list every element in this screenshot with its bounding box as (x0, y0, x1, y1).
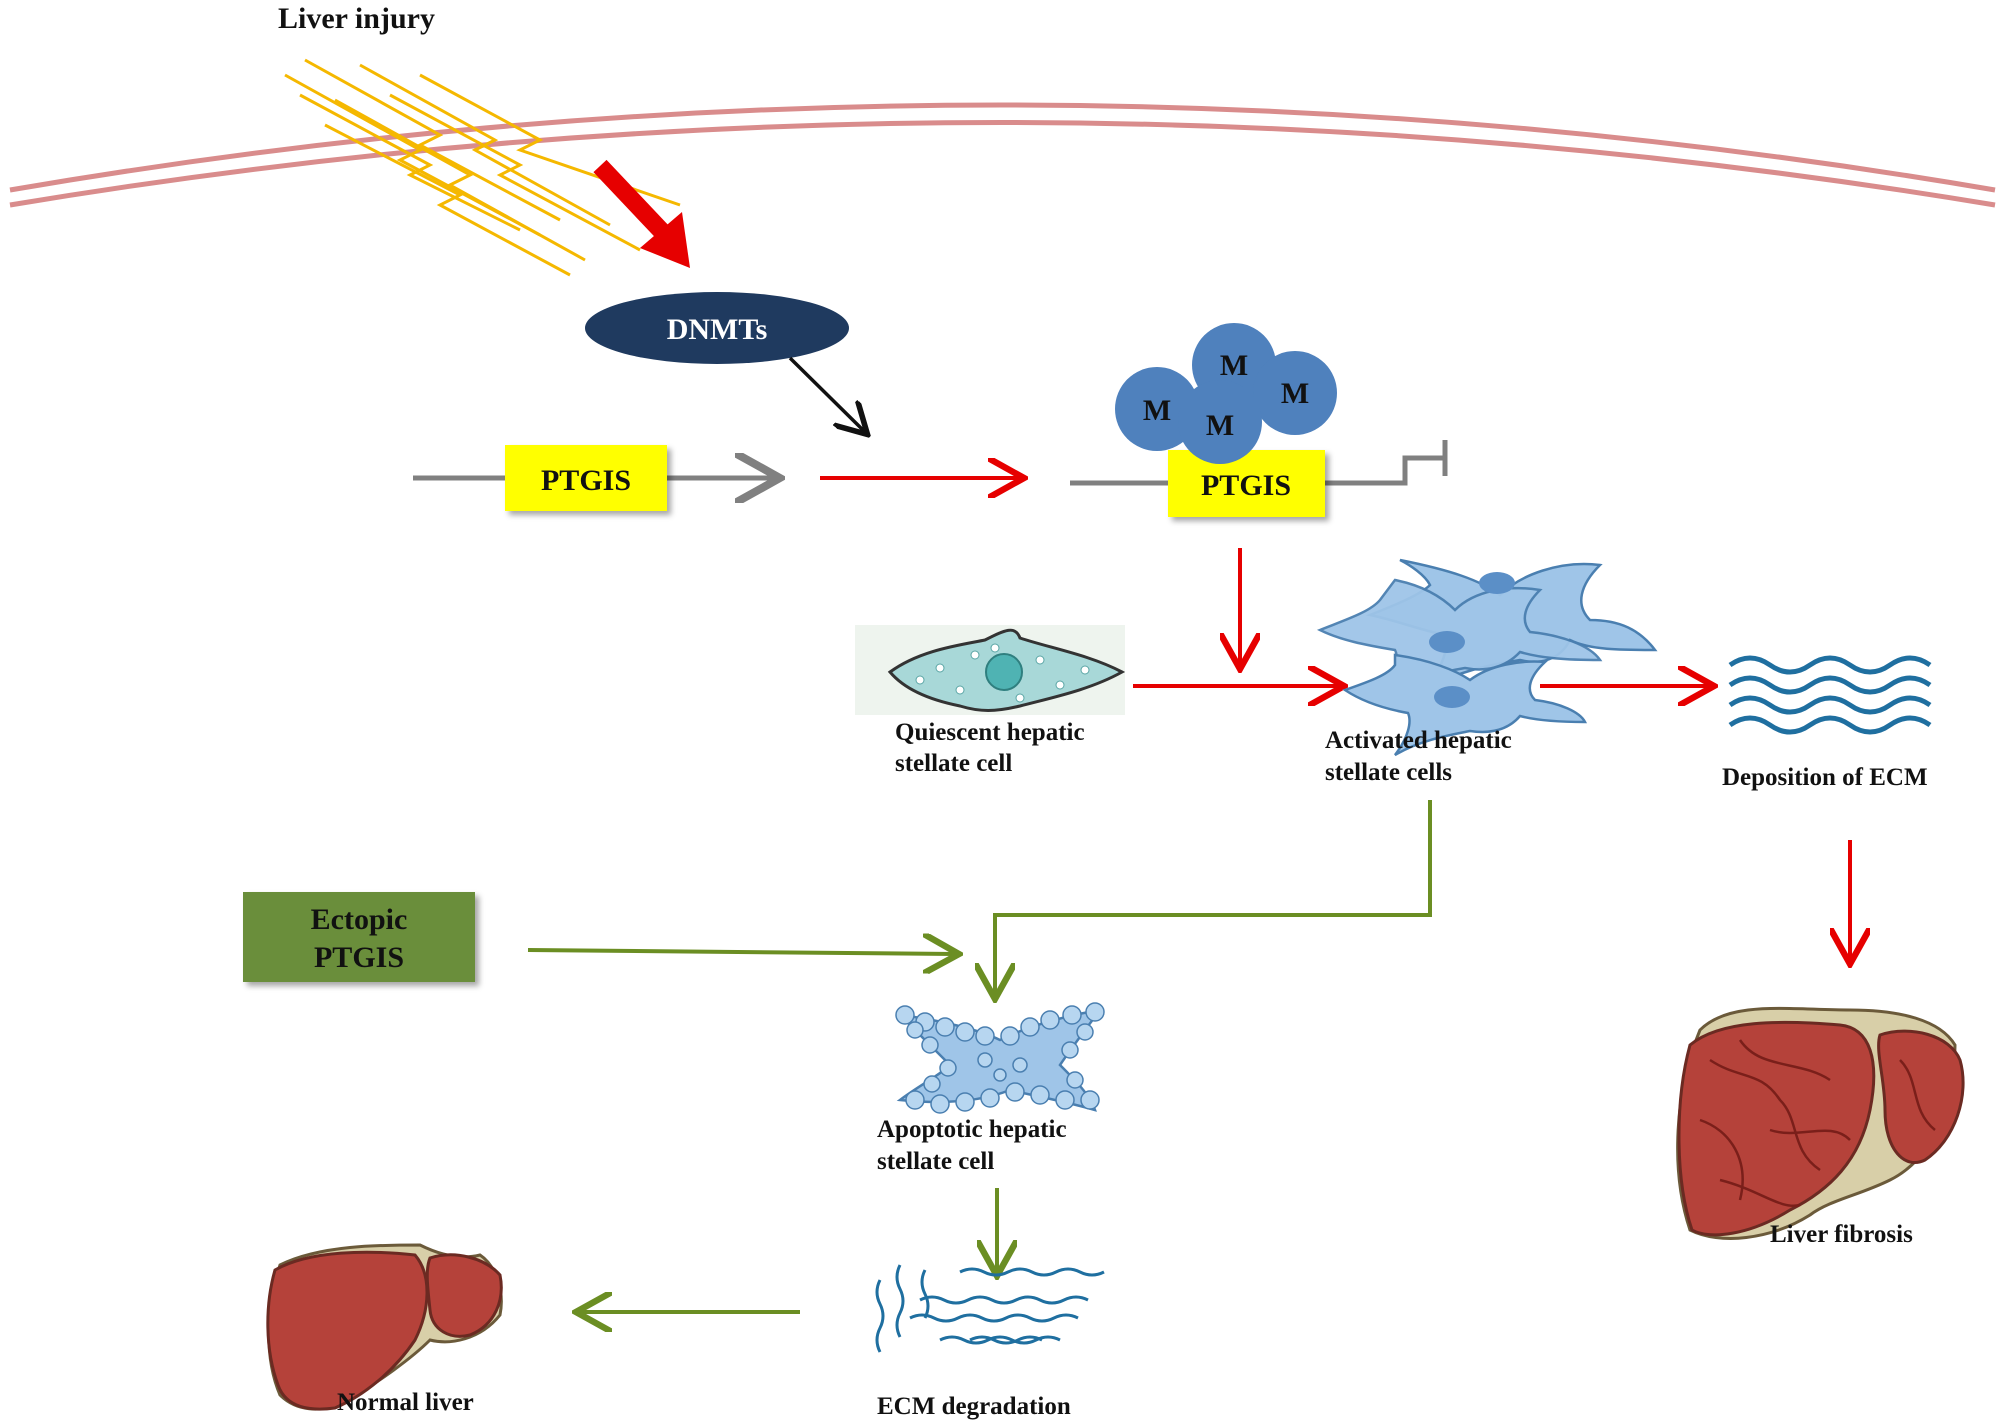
apoptosis-path-arrow (995, 800, 1432, 995)
ectopic-label-line1: Ectopic (311, 903, 408, 936)
ecm-degradation-label: ECM degradation (877, 1393, 1071, 1420)
apoptotic-label-line1: Apoptotic hepatic (877, 1116, 1067, 1143)
activated-cells-icon (1316, 558, 1658, 757)
ectopic-label-line2: PTGIS (314, 941, 404, 974)
ptgis-label-methylated: PTGIS (1201, 469, 1291, 502)
fibrotic-liver-icon (1676, 1006, 1965, 1240)
lightning-icon (284, 58, 681, 277)
normal-liver-icon (266, 1243, 503, 1411)
methyl-mark: M (1206, 409, 1234, 442)
methyl-groups: M M M M (1115, 323, 1337, 464)
ptgis-gene-methylated: PTGIS (1070, 440, 1448, 517)
apoptotic-label-line2: stellate cell (877, 1148, 994, 1175)
liver-injury-label: Liver injury (278, 2, 435, 35)
ptgis-gene-unmethylated: PTGIS (413, 445, 775, 511)
ectopic-ptgis-box: Ectopic PTGIS (243, 892, 475, 982)
quiescent-cell-icon (855, 625, 1126, 715)
cell-membrane (9, 102, 1996, 208)
liver-fibrosis-label: Liver fibrosis (1770, 1221, 1913, 1248)
ecm-deposition-icon (1728, 655, 1932, 735)
normal-liver-label: Normal liver (337, 1389, 474, 1416)
methyl-mark: M (1143, 394, 1171, 427)
apoptotic-cell-icon (895, 1002, 1105, 1114)
dnmts-ellipse: DNMTs (585, 292, 849, 364)
deposition-ecm-label: Deposition of ECM (1722, 764, 1928, 791)
ecm-degradation-icon (875, 1264, 1105, 1353)
activated-label-line1: Activated hepatic (1325, 727, 1512, 754)
quiescent-label-line1: Quiescent hepatic (895, 719, 1085, 746)
dnmts-arrow (788, 356, 865, 432)
activated-label-line2: stellate cells (1325, 759, 1452, 786)
methyl-mark: M (1281, 377, 1309, 410)
methyl-mark: M (1220, 349, 1248, 382)
ptgis-label-unmethylated: PTGIS (541, 464, 631, 497)
ectopic-arrow (527, 950, 955, 954)
injury-arrow (593, 159, 690, 268)
dnmts-label: DNMTs (667, 313, 768, 346)
quiescent-label-line2: stellate cell (895, 750, 1012, 777)
